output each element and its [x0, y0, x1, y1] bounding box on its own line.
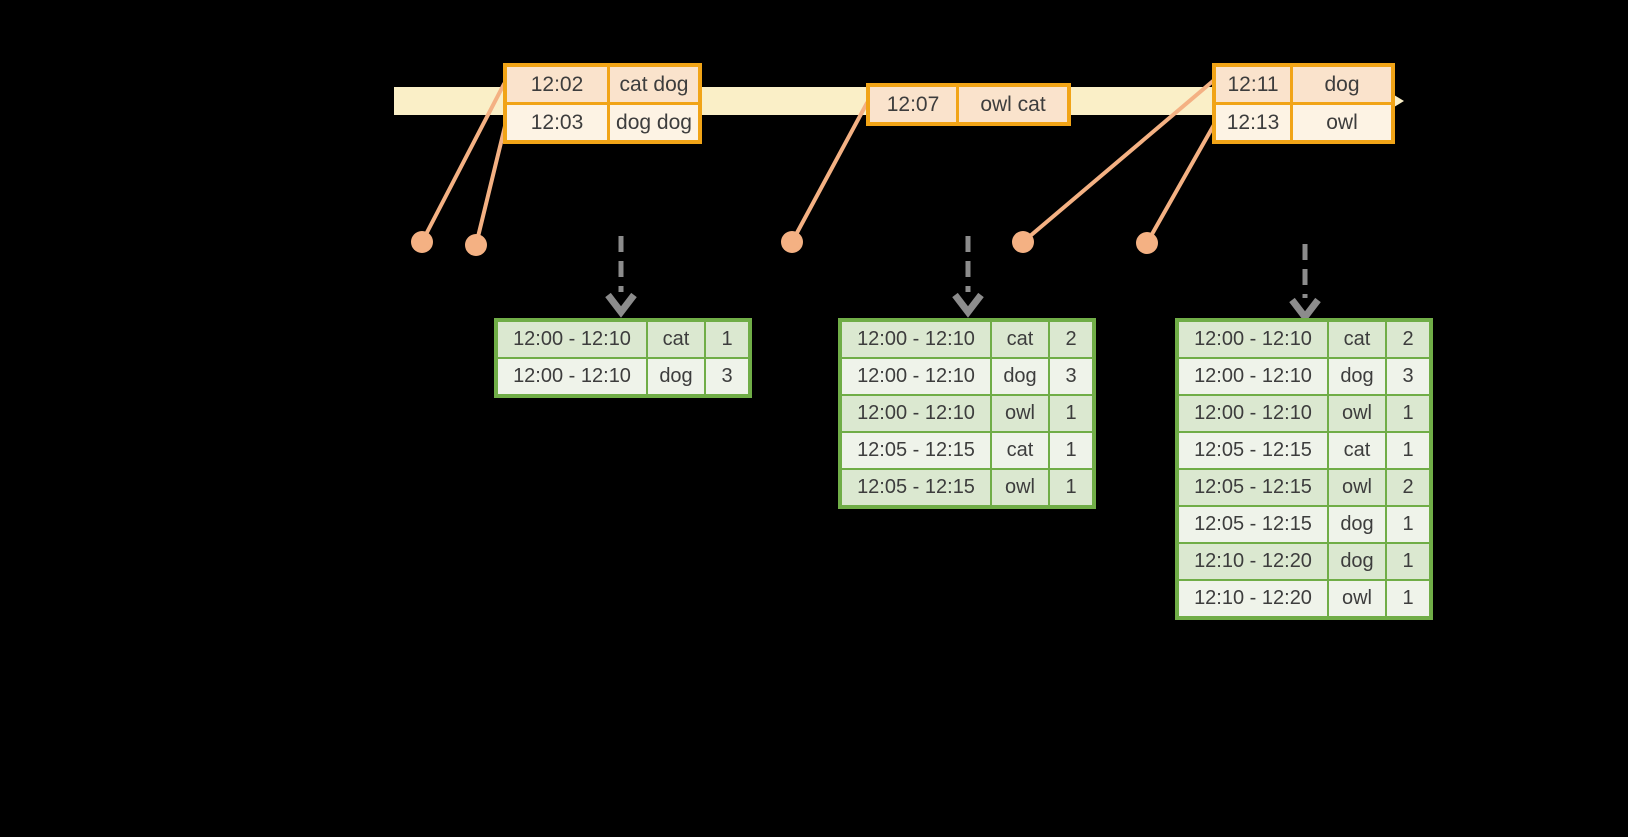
table-row: 12:00 - 12:10 dog 3 [1179, 359, 1429, 394]
connector-line-2 [474, 120, 508, 247]
count-cell: 1 [1387, 507, 1429, 542]
table-row: 12:05 - 12:15 cat 1 [842, 433, 1092, 468]
table-row: 12:05 - 12:15 cat 1 [1179, 433, 1429, 468]
table-row: 12:00 - 12:10 dog 3 [498, 359, 748, 394]
event-time-cell: 12:02 [507, 67, 607, 102]
word-cell: dog [992, 359, 1048, 394]
window-cell: 12:05 - 12:15 [1179, 470, 1327, 505]
count-cell: 2 [1387, 470, 1429, 505]
window-cell: 12:05 - 12:15 [842, 470, 990, 505]
window-cell: 12:00 - 12:10 [1179, 322, 1327, 357]
window-cell: 12:00 - 12:10 [498, 322, 646, 357]
table-row: 12:00 - 12:10 owl 1 [842, 396, 1092, 431]
event-words-cell: owl cat [959, 87, 1067, 122]
count-cell: 1 [1387, 433, 1429, 468]
word-cell: owl [1329, 470, 1385, 505]
table-row: 12:10 - 12:20 dog 1 [1179, 544, 1429, 579]
word-cell: dog [648, 359, 704, 394]
count-cell: 1 [1387, 396, 1429, 431]
count-cell: 1 [1387, 581, 1429, 616]
table-row: 12:05 - 12:15 dog 1 [1179, 507, 1429, 542]
event-time-cell: 12:03 [507, 105, 607, 140]
trigger-arrow-3 [1289, 244, 1321, 323]
table-row: 12:07 owl cat [870, 87, 1067, 122]
table-row: 12:00 - 12:10 cat 2 [842, 322, 1092, 357]
window-cell: 12:00 - 12:10 [498, 359, 646, 394]
trigger-arrow-2 [952, 236, 984, 318]
event-time-cell: 12:13 [1216, 105, 1290, 140]
result-table-1: 12:00 - 12:10 cat 1 12:00 - 12:10 dog 3 [494, 318, 752, 398]
window-cell: 12:10 - 12:20 [1179, 581, 1327, 616]
event-dot-5 [1136, 232, 1158, 254]
count-cell: 1 [1387, 544, 1429, 579]
count-cell: 3 [706, 359, 748, 394]
table-row: 12:00 - 12:10 dog 3 [842, 359, 1092, 394]
count-cell: 1 [1050, 433, 1092, 468]
connector-line-3 [790, 101, 869, 244]
event-dot-4 [1012, 231, 1034, 253]
count-cell: 3 [1387, 359, 1429, 394]
connector-line-4 [1021, 79, 1215, 244]
count-cell: 1 [706, 322, 748, 357]
table-row: 12:00 - 12:10 cat 2 [1179, 322, 1429, 357]
event-table-1: 12:02 cat dog 12:03 dog dog [503, 63, 702, 144]
window-cell: 12:00 - 12:10 [842, 396, 990, 431]
word-cell: owl [992, 470, 1048, 505]
event-dot-2 [465, 234, 487, 256]
event-words-cell: owl [1293, 105, 1391, 140]
connector-line-1 [420, 82, 506, 244]
count-cell: 1 [1050, 396, 1092, 431]
count-cell: 3 [1050, 359, 1092, 394]
event-dot-3 [781, 231, 803, 253]
window-cell: 12:10 - 12:20 [1179, 544, 1327, 579]
window-cell: 12:00 - 12:10 [842, 359, 990, 394]
table-row: 12:10 - 12:20 owl 1 [1179, 581, 1429, 616]
trigger-arrow-1 [605, 236, 637, 318]
window-cell: 12:00 - 12:10 [1179, 359, 1327, 394]
word-cell: dog [1329, 359, 1385, 394]
word-cell: owl [992, 396, 1048, 431]
table-row: 12:13 owl [1216, 105, 1391, 140]
event-time-cell: 12:07 [870, 87, 956, 122]
word-cell: dog [1329, 507, 1385, 542]
window-cell: 12:00 - 12:10 [842, 322, 990, 357]
count-cell: 2 [1387, 322, 1429, 357]
result-table-3: 12:00 - 12:10 cat 2 12:00 - 12:10 dog 3 … [1175, 318, 1433, 620]
word-cell: cat [992, 322, 1048, 357]
result-table-2: 12:00 - 12:10 cat 2 12:00 - 12:10 dog 3 … [838, 318, 1096, 509]
event-table-2: 12:07 owl cat [866, 83, 1071, 126]
event-table-3: 12:11 dog 12:13 owl [1212, 63, 1395, 144]
event-words-cell: dog dog [610, 105, 698, 140]
count-cell: 2 [1050, 322, 1092, 357]
window-cell: 12:05 - 12:15 [842, 433, 990, 468]
event-time-cell: 12:11 [1216, 67, 1290, 102]
table-row: 12:05 - 12:15 owl 1 [842, 470, 1092, 505]
table-row: 12:11 dog [1216, 67, 1391, 102]
count-cell: 1 [1050, 470, 1092, 505]
event-words-cell: dog [1293, 67, 1391, 102]
word-cell: owl [1329, 396, 1385, 431]
word-cell: cat [1329, 322, 1385, 357]
word-cell: cat [992, 433, 1048, 468]
word-cell: owl [1329, 581, 1385, 616]
event-dot-1 [411, 231, 433, 253]
word-cell: dog [1329, 544, 1385, 579]
word-cell: cat [648, 322, 704, 357]
window-cell: 12:05 - 12:15 [1179, 433, 1327, 468]
word-cell: cat [1329, 433, 1385, 468]
table-row: 12:02 cat dog [507, 67, 698, 102]
connector-line-5 [1145, 121, 1217, 245]
event-words-cell: cat dog [610, 67, 698, 102]
window-cell: 12:00 - 12:10 [1179, 396, 1327, 431]
table-row: 12:00 - 12:10 cat 1 [498, 322, 748, 357]
table-row: 12:00 - 12:10 owl 1 [1179, 396, 1429, 431]
table-row: 12:05 - 12:15 owl 2 [1179, 470, 1429, 505]
table-row: 12:03 dog dog [507, 105, 698, 140]
window-cell: 12:05 - 12:15 [1179, 507, 1327, 542]
